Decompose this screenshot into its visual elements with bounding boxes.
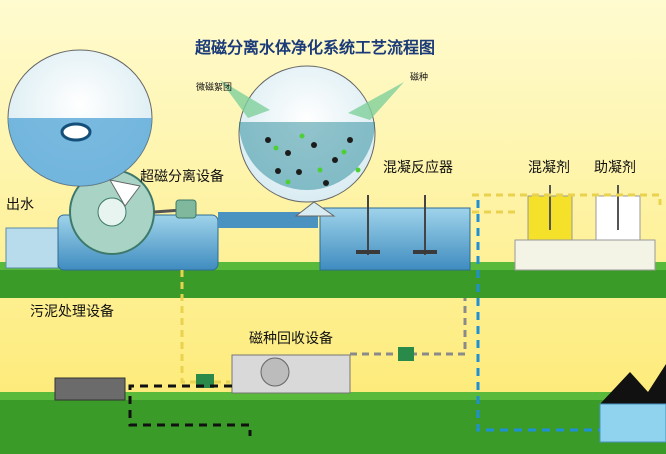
callout-pointer-floc bbox=[220, 80, 270, 118]
magnet-return-line bbox=[350, 298, 467, 356]
inlet-channel bbox=[218, 212, 318, 228]
label-magnetic-seed: 磁种 bbox=[410, 73, 429, 83]
callout-pointer-right bbox=[294, 201, 336, 217]
callout-pointer-left bbox=[109, 179, 141, 207]
discharge-line bbox=[128, 384, 252, 436]
mountains bbox=[600, 364, 666, 404]
magnified-water bbox=[8, 118, 152, 186]
disc-hub bbox=[97, 197, 127, 227]
floc-particles bbox=[265, 137, 353, 186]
label-coagulant: 混凝剂 bbox=[528, 160, 570, 176]
outlet-channel bbox=[5, 227, 59, 269]
dosing-platform bbox=[514, 239, 656, 271]
raw-water-pond bbox=[599, 403, 666, 443]
ground-upper bbox=[0, 268, 666, 298]
label-sludge: 污泥处理设备 bbox=[30, 304, 114, 320]
diagram-title: 超磁分离水体净化系统工艺流程图 bbox=[195, 38, 436, 57]
magnified-view-right bbox=[238, 65, 376, 203]
callout-pointer-seed bbox=[348, 82, 404, 120]
mixer-blade-2 bbox=[413, 250, 437, 254]
ground-lower bbox=[0, 398, 666, 454]
label-coagulation-reactor: 混凝反应器 bbox=[383, 160, 453, 176]
ground-lower-edge bbox=[0, 392, 666, 400]
label-separator: 超磁分离设备 bbox=[140, 169, 224, 185]
raw-water-line bbox=[476, 200, 600, 432]
recovery-drum bbox=[260, 357, 290, 387]
mixer-blade-1 bbox=[356, 250, 380, 254]
label-outlet: 出水 bbox=[6, 197, 34, 213]
magnified-disc-edge bbox=[60, 122, 92, 142]
magnified-floc-water bbox=[239, 122, 375, 190]
magnet-recovery-unit bbox=[231, 354, 351, 394]
coagulation-reactor-tank bbox=[319, 207, 471, 271]
magnetic-seed-particles bbox=[273, 133, 361, 185]
sludge-unit bbox=[54, 377, 126, 401]
return-valve bbox=[398, 347, 414, 361]
label-flocculant: 助凝剂 bbox=[594, 160, 636, 176]
label-magnet-recovery: 磁种回收设备 bbox=[249, 331, 333, 347]
label-micro-floc: 微磁絮团 bbox=[196, 83, 233, 93]
dosing-line bbox=[472, 193, 662, 205]
drive-motor bbox=[175, 199, 197, 219]
